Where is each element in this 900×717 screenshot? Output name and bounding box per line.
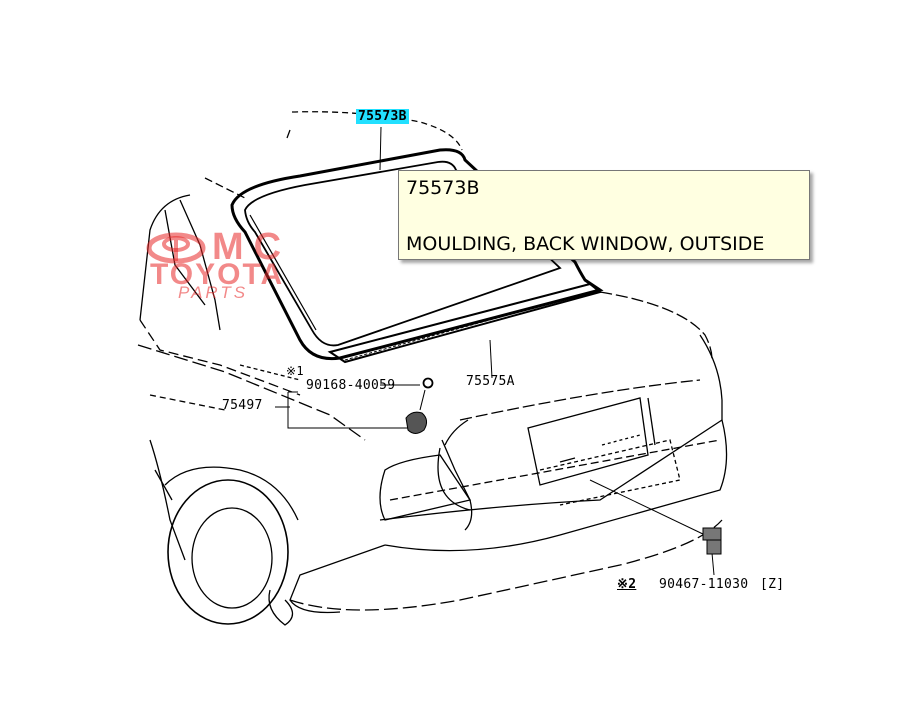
part-tooltip: 75573B MOULDING, BACK WINDOW, OUTSIDE [398, 170, 810, 260]
tooltip-description: MOULDING, BACK WINDOW, OUTSIDE [406, 233, 765, 255]
rear-wheel [167, 479, 289, 625]
callout-90168-40059[interactable]: 90168-40059 [306, 378, 396, 393]
license-plate-recess [527, 397, 649, 486]
clip-90467 [702, 527, 722, 555]
roof-line [291, 111, 463, 151]
callout-75575a[interactable]: 75575A [466, 374, 515, 389]
back-window-moulding [230, 148, 604, 361]
watermark-parts: PARTS [178, 283, 249, 302]
watermark-toyota: TOYOTA [150, 258, 285, 291]
callout-75497[interactable]: 75497 [222, 398, 263, 413]
tooltip-part-number: 75573B [406, 177, 480, 199]
callout-90467-11030[interactable]: 90467-11030 [659, 577, 749, 592]
ref-mark-1: ※1 [286, 364, 304, 378]
emblem-part [405, 411, 428, 434]
trunk-lid [599, 291, 713, 361]
clip-90168 [422, 377, 434, 389]
callout-75573b[interactable]: 75573B [356, 109, 409, 124]
ref-mark-2: ※2 [617, 577, 637, 592]
clip-2-suffix: [Z] [760, 577, 785, 592]
rear-bumper [379, 418, 728, 552]
watermark-mc: MC [212, 226, 292, 268]
watermark-logo [146, 232, 206, 264]
